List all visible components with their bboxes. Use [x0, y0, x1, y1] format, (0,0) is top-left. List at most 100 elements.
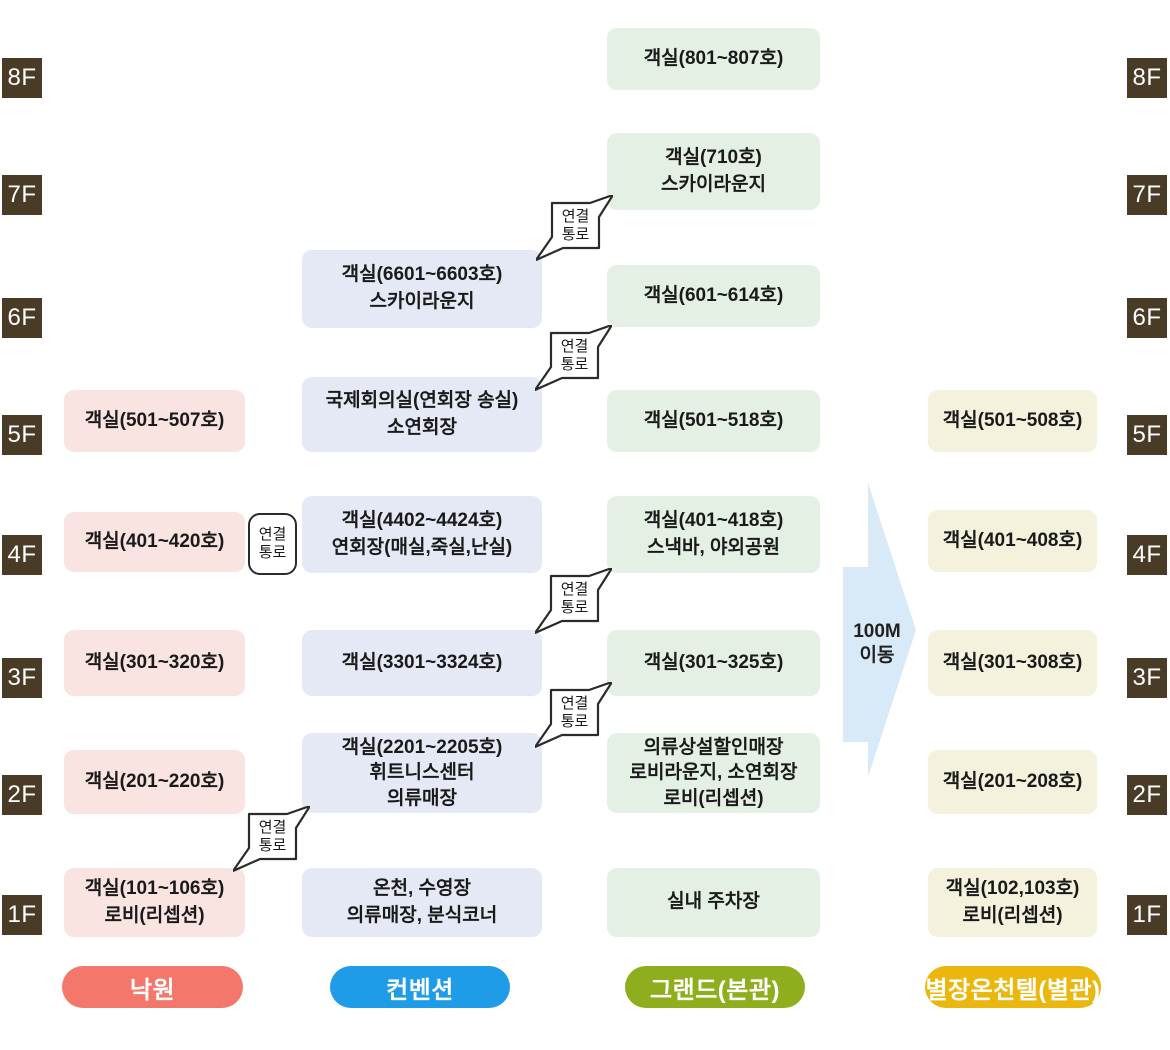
- room-box-convention-2f: 객실(2201~2205호) 휘트니스센터 의류매장: [302, 733, 542, 813]
- floor-label-left-4f: 4F: [2, 535, 42, 575]
- room-box-text: 국제회의실(연회장 송실): [325, 389, 519, 411]
- room-box-nakwon-1f: 객실(101~106호) 로비(리셉션): [64, 868, 245, 937]
- floor-label-right-2f: 2F: [1127, 775, 1167, 815]
- connector-label-line: 연결: [560, 694, 589, 712]
- room-box-text: 로비(리셉션): [663, 787, 764, 809]
- room-box-text: 스낵바, 야외공원: [647, 536, 780, 558]
- floor-label-right-8f: 8F: [1127, 58, 1167, 98]
- room-box-text: 객실(501~507호): [84, 409, 225, 431]
- connector-label-line: 통로: [258, 836, 287, 854]
- room-box-grand-1f: 실내 주차장: [607, 868, 820, 937]
- connector-label-line: 연결: [561, 207, 590, 225]
- room-box-text: 객실(301~325호): [643, 651, 784, 673]
- move-arrow-label: 100M 이동: [845, 620, 909, 668]
- room-box-convention-1f: 온천, 수영장 의류매장, 분식코너: [302, 868, 542, 937]
- room-box-grand-8f: 객실(801~807호): [607, 28, 820, 90]
- room-box-text: 객실(301~320호): [84, 651, 225, 673]
- room-box-text: 객실(401~408호): [942, 529, 1083, 551]
- move-arrow-label-line: 이동: [859, 644, 895, 666]
- connector-label: 연결 통로: [551, 333, 598, 378]
- connector-label: 연결 통로: [249, 814, 296, 859]
- floor-label-right-1f: 1F: [1127, 895, 1167, 935]
- floor-label-left-8f: 8F: [2, 58, 42, 98]
- room-box-text: 객실(4402~4424호): [341, 509, 503, 531]
- connector-bubble-conv6f-grand7f: 연결 통로: [536, 195, 613, 261]
- room-box-byeoljang-1f: 객실(102,103호) 로비(리셉션): [928, 868, 1097, 937]
- room-box-nakwon-3f: 객실(301~320호): [64, 630, 245, 696]
- room-box-grand-2f: 의류상설할인매장 로비라운지, 소연회장 로비(리셉션): [607, 733, 820, 813]
- room-box-text: 객실(3301~3324호): [341, 651, 503, 673]
- floor-label-left-1f: 1F: [2, 895, 42, 935]
- floor-label-right-5f: 5F: [1127, 415, 1167, 455]
- room-box-text: 실내 주차장: [667, 891, 760, 913]
- connector-bubble-shape: [535, 682, 612, 748]
- room-box-convention-3f: 객실(3301~3324호): [302, 630, 542, 696]
- room-box-byeoljang-2f: 객실(201~208호): [928, 750, 1097, 814]
- room-box-byeoljang-3f: 객실(301~308호): [928, 630, 1097, 696]
- floor-label-left-6f: 6F: [2, 298, 42, 338]
- room-box-text: 휘트니스센터: [369, 762, 475, 784]
- room-box-text: 객실(501~518호): [643, 409, 784, 431]
- room-box-byeoljang-5f: 객실(501~508호): [928, 390, 1097, 452]
- connector-label: 연결 통로: [551, 576, 598, 621]
- room-box-byeoljang-4f: 객실(401~408호): [928, 510, 1097, 572]
- move-arrow: 100M 이동: [840, 480, 920, 780]
- room-box-text: 로비라운지, 소연회장: [629, 762, 798, 784]
- room-box-convention-6f: 객실(6601~6603호) 스카이라운지: [302, 250, 542, 328]
- room-box-nakwon-5f: 객실(501~507호): [64, 390, 245, 452]
- building-pill-label: 그랜드(본관): [650, 976, 780, 1004]
- room-box-text: 객실(401~420호): [84, 530, 225, 552]
- room-box-text: 스카이라운지: [661, 173, 766, 195]
- connector-label-line: 통로: [561, 225, 590, 243]
- floor-label-right-7f: 7F: [1127, 175, 1167, 215]
- building-pill-convention: 컨벤션: [330, 966, 510, 1008]
- connector-bubble-shape: [535, 325, 612, 391]
- connector-label-line: 연결: [560, 337, 589, 355]
- room-box-nakwon-4f: 객실(401~420호): [64, 512, 245, 572]
- move-arrow-shape: [843, 483, 916, 777]
- connector-label: 연결 통로: [552, 203, 599, 248]
- room-box-grand-3f: 객실(301~325호): [607, 630, 820, 696]
- room-box-nakwon-2f: 객실(201~220호): [64, 750, 245, 814]
- floor-label-left-2f: 2F: [2, 775, 42, 815]
- connector-bubble-nakwon1f-conv2f: 연결 통로: [233, 806, 310, 872]
- connector-label-line: 통로: [560, 712, 589, 730]
- room-box-text: 의류매장: [387, 787, 457, 809]
- connector-label-line: 연결: [258, 818, 287, 836]
- building-pill-grand: 그랜드(본관): [625, 966, 805, 1008]
- room-box-text: 로비(리셉션): [104, 904, 205, 926]
- floor-label-left-5f: 5F: [2, 415, 42, 455]
- room-box-text: 연회장(매실,죽실,난실): [331, 536, 513, 558]
- room-box-grand-7f: 객실(710호) 스카이라운지: [607, 133, 820, 210]
- connector-bubble-shape: [536, 195, 613, 261]
- room-box-text: 객실(201~220호): [84, 770, 225, 792]
- building-pill-nakwon: 낙원: [62, 966, 243, 1008]
- building-pill-byeoljang: 별장온천텔(별관): [925, 966, 1101, 1008]
- room-box-text: 객실(6601~6603호): [341, 264, 503, 286]
- room-box-text: 객실(710호): [665, 146, 762, 168]
- room-box-grand-4f: 객실(401~418호) 스낵바, 야외공원: [607, 496, 820, 573]
- room-box-grand-5f: 객실(501~518호): [607, 390, 820, 452]
- room-box-text: 의류상설할인매장: [643, 737, 784, 759]
- room-box-text: 의류매장, 분식코너: [346, 904, 498, 926]
- connector-label-line: 통로: [560, 355, 589, 373]
- connector-label-line: 통로: [258, 544, 287, 561]
- room-box-text: 객실(601~614호): [643, 284, 784, 306]
- connector-bubble-conv5f-grand6f: 연결 통로: [535, 325, 612, 391]
- floor-label-left-7f: 7F: [2, 175, 42, 215]
- connector-bubble-conv3f-grand4f: 연결 통로: [535, 568, 612, 634]
- connector-bubble-shape: [535, 568, 612, 634]
- room-box-text: 객실(102,103호): [945, 877, 1080, 899]
- room-box-text: 객실(801~807호): [643, 47, 784, 69]
- building-pill-label: 낙원: [129, 976, 176, 1004]
- floor-label-right-3f: 3F: [1127, 658, 1167, 698]
- room-box-text: 객실(401~418호): [643, 509, 784, 531]
- connector-bubble-conv2f-grand3f: 연결 통로: [535, 682, 612, 748]
- room-box-grand-6f: 객실(601~614호): [607, 265, 820, 327]
- room-box-text: 객실(501~508호): [942, 409, 1083, 431]
- connector-label-line: 통로: [560, 598, 589, 616]
- floor-label-right-6f: 6F: [1127, 298, 1167, 338]
- connector-label-line: 연결: [560, 580, 589, 598]
- room-box-text: 스카이라운지: [369, 291, 475, 312]
